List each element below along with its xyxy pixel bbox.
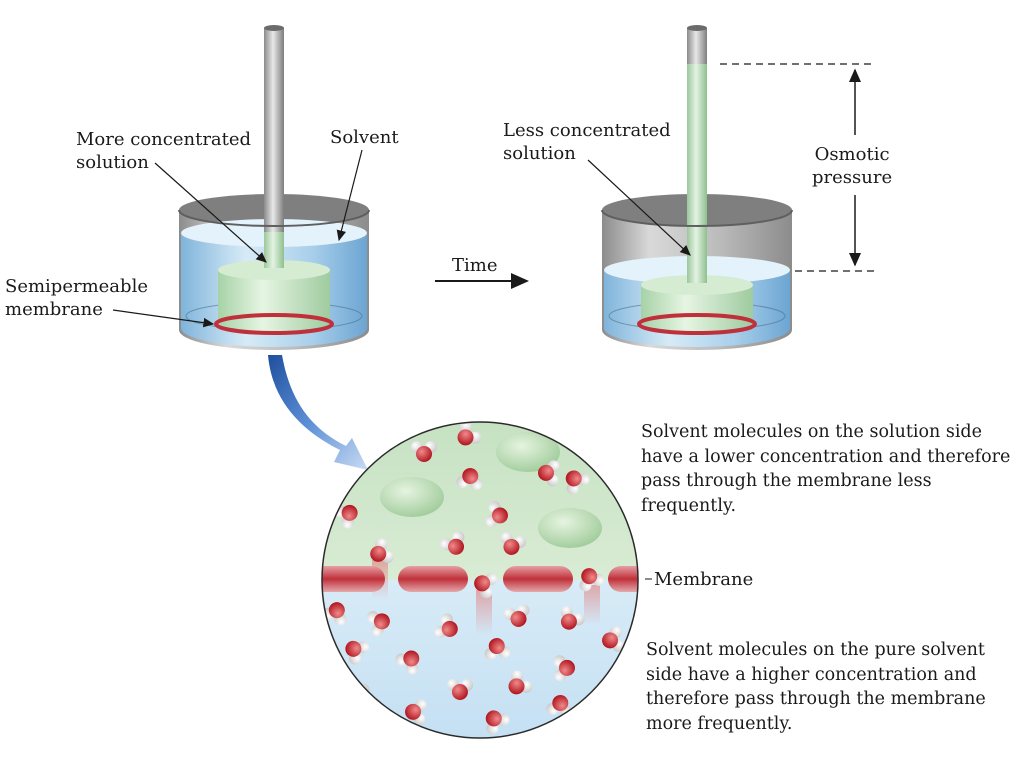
left-tube [264,28,284,268]
water-molecule [579,568,605,592]
right-solution-cylinder [641,285,753,331]
water-molecule [485,501,508,527]
left-membrane [214,313,334,335]
water-molecule [405,699,427,726]
water-molecule [503,604,530,627]
water-molecule [508,670,533,695]
solvent-label: Solvent [330,127,399,148]
magnified-view [322,422,638,738]
solvent-side-description: Solvent molecules on the pure solvent si… [646,640,986,734]
solute-particle [380,477,444,517]
membrane-label: Membrane [654,569,754,590]
water-molecule [484,638,511,660]
less-concentrated-label: Less concentrated solution [503,120,671,164]
water-molecule [500,532,527,555]
solution-side-description: Solvent molecules on the solution side h… [641,422,1011,516]
water-molecule [553,655,575,682]
less-concentrated-leader [587,159,691,256]
water-molecule [474,573,498,599]
solvent-leader [336,149,363,242]
water-molecule [457,422,482,446]
left-beaker [178,25,370,350]
water-molecule [440,531,465,555]
zoom-arrow [268,355,368,470]
more-concentrated-leader [154,162,267,263]
water-molecule [456,468,483,490]
water-molecule [560,606,585,630]
water-molecule [395,650,420,675]
water-molecule [546,695,573,718]
water-molecule [485,710,510,735]
magnified-circle-border [321,421,639,739]
time-label: Time [452,255,498,276]
water-molecule [345,640,370,665]
membrane-segments [322,566,638,592]
water-molecule [366,611,390,637]
right-membrane [637,313,757,335]
membrane-leader [112,309,215,328]
water-molecule [538,460,560,487]
solute-particle [538,508,602,548]
osmotic-pressure-label: Osmotic pressure [812,144,893,188]
water-molecule [434,613,458,638]
water-molecule [370,538,394,563]
more-concentrated-label: More concentrated solution [76,129,252,173]
left-solution-top [218,260,330,280]
water-molecule [411,441,437,462]
right-beaker [601,25,793,350]
water-molecule [447,678,474,700]
water-molecule [565,470,590,495]
right-tube [687,28,707,283]
solute-particle [496,432,560,472]
water-molecule [602,626,625,652]
semipermeable-label: Semipermeable membrane [5,276,148,320]
